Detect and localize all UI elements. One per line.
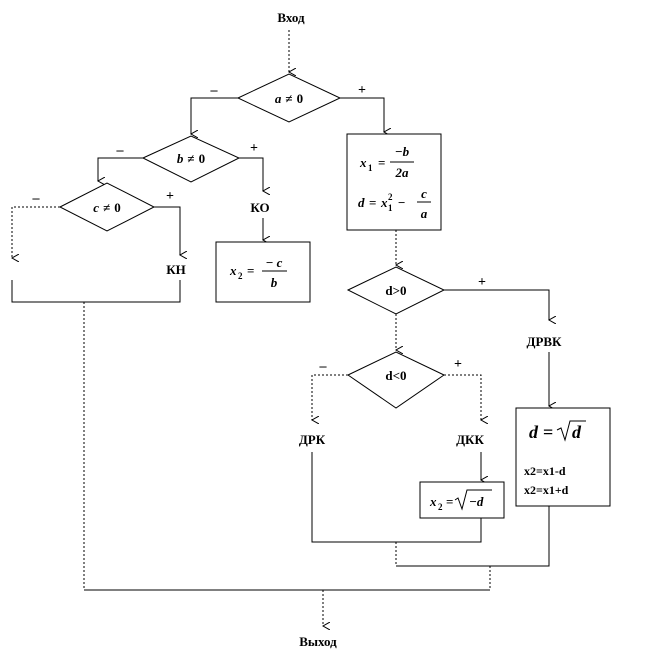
sign-a-no: – — [210, 83, 219, 98]
sign-c-no: – — [32, 191, 41, 206]
line-kn-down — [11, 280, 181, 303]
svg-text:d<0: d<0 — [385, 368, 406, 383]
end-label: Выход — [299, 634, 337, 649]
svg-text:d: d — [358, 195, 365, 210]
sign-a-yes: + — [358, 83, 366, 98]
svg-text:d: d — [529, 422, 539, 442]
svg-text:a: a — [421, 206, 428, 221]
line-a-yes — [340, 97, 384, 132]
svg-text:=: = — [369, 195, 376, 210]
outcome-dkk: ДКК — [456, 432, 484, 447]
svg-text:x2=x1-d: x2=x1-d — [524, 464, 566, 478]
line-dneg-yes — [444, 374, 481, 420]
svg-text:a≠0: a≠0 — [275, 91, 303, 106]
sign-b-yes: + — [250, 141, 258, 156]
svg-text:2: 2 — [438, 502, 443, 512]
svg-text:1: 1 — [388, 203, 393, 213]
svg-text:2a: 2a — [395, 165, 410, 180]
svg-text:b≠0: b≠0 — [177, 151, 205, 166]
svg-text:x: x — [359, 155, 367, 170]
start-label: Вход — [277, 10, 305, 25]
svg-text:x: x — [380, 195, 388, 210]
decision-d-negative: d<0 — [347, 351, 445, 409]
svg-text:2: 2 — [388, 192, 393, 202]
box-x2-complex: x 2 = −d — [419, 481, 505, 519]
decision-a-nonzero: a≠0 — [236, 73, 342, 123]
svg-text:c≠0: c≠0 — [93, 200, 120, 215]
decision-c-nonzero: c≠0 — [58, 182, 156, 232]
svg-text:b: b — [271, 275, 278, 290]
svg-text:=: = — [378, 155, 385, 170]
svg-text:x: x — [429, 494, 437, 509]
line-c-no — [12, 206, 60, 258]
sign-dneg-yes: + — [454, 357, 462, 372]
line-dpos-yes — [444, 289, 549, 320]
outcome-kn: КН — [166, 262, 186, 277]
sign-dpos-yes: + — [478, 275, 486, 290]
svg-text:1: 1 — [368, 163, 373, 173]
decision-d-positive: d>0 — [346, 266, 446, 315]
svg-text:c: c — [421, 186, 427, 201]
svg-text:=: = — [446, 494, 453, 509]
outcome-drk: ДРК — [299, 432, 326, 447]
line-merge-drvk — [396, 506, 550, 567]
svg-text:x2=x1+d: x2=x1+d — [524, 483, 569, 497]
sign-dneg-no: – — [319, 359, 328, 374]
svg-text:2: 2 — [238, 271, 243, 281]
box-d-sqrt: d = d x2=x1-d x2=x1+d — [515, 407, 611, 507]
svg-text:−d: −d — [469, 494, 484, 509]
svg-text:d: d — [572, 422, 582, 442]
svg-text:x: x — [229, 263, 237, 278]
outcome-ko: КО — [250, 200, 269, 215]
box-x1-d: x 1 = −b 2a d = x 1 2 − c a — [346, 133, 442, 231]
line-dneg-no — [312, 374, 348, 420]
svg-text:−: − — [398, 195, 405, 210]
line-b-no — [98, 157, 143, 181]
line-b-yes — [239, 157, 263, 191]
sign-c-yes: + — [166, 189, 174, 204]
line-a-no — [191, 97, 238, 134]
svg-text:=: = — [543, 422, 553, 442]
svg-text:d>0: d>0 — [385, 283, 406, 298]
svg-text:−b: −b — [395, 144, 410, 159]
sign-b-no: – — [116, 143, 125, 158]
outcome-drvk: ДРВК — [527, 334, 563, 349]
svg-text:=: = — [247, 263, 254, 278]
svg-text:− c: − c — [266, 255, 283, 270]
decision-b-nonzero: b≠0 — [141, 135, 241, 183]
box-x2-linear: x 2 = − c b — [215, 241, 311, 303]
line-c-yes — [154, 206, 180, 255]
